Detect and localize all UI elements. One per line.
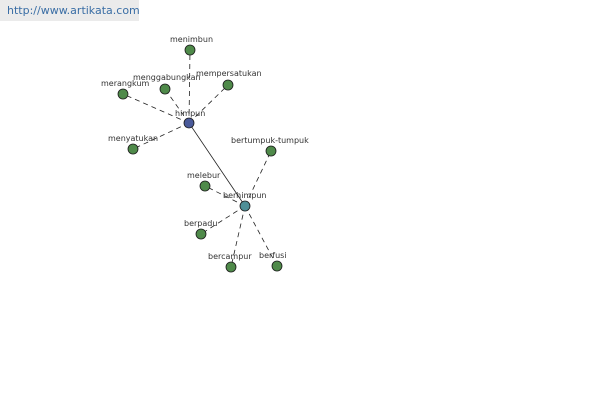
label-menggabungkan: menggabungkan bbox=[133, 73, 201, 82]
edge-berhimpun-melebur bbox=[204, 185, 246, 207]
label-berhimpun: berhimpun bbox=[223, 191, 266, 200]
node-bertumpuk-tumpuk[interactable] bbox=[265, 145, 277, 157]
node-menggabungkan[interactable] bbox=[159, 83, 171, 95]
edge-himpun-menggabungkan bbox=[164, 88, 190, 124]
label-mempersatukan: mempersatukan bbox=[196, 69, 262, 78]
node-berpadu[interactable] bbox=[195, 228, 207, 240]
edge-berhimpun-berfusi bbox=[244, 205, 278, 267]
node-mempersatukan[interactable] bbox=[222, 79, 234, 91]
label-menyatukan: menyatukan bbox=[108, 134, 158, 143]
label-bertumpuk-tumpuk: bertumpuk-tumpuk bbox=[231, 136, 309, 145]
label-berpadu: berpadu bbox=[184, 219, 217, 228]
edge-himpun-menimbun bbox=[188, 49, 191, 124]
edge-himpun-mempersatukan bbox=[188, 84, 229, 124]
label-menimbun: menimbun bbox=[170, 35, 213, 44]
node-menyatukan[interactable] bbox=[127, 143, 139, 155]
node-menimbun[interactable] bbox=[184, 44, 196, 56]
watermark-url: http://www.artikata.com bbox=[0, 0, 140, 21]
node-bercampur[interactable] bbox=[225, 261, 237, 273]
node-himpun[interactable] bbox=[183, 117, 195, 129]
node-merangkum[interactable] bbox=[117, 88, 129, 100]
label-bercampur: bercampur bbox=[208, 252, 252, 261]
label-himpun: himpun bbox=[175, 109, 205, 118]
label-berfusi: berfusi bbox=[259, 251, 287, 260]
node-berhimpun[interactable] bbox=[239, 200, 251, 212]
edges-layer bbox=[122, 49, 278, 268]
edge-berhimpun-bertumpuk-tumpuk bbox=[244, 150, 272, 207]
edge-himpun-merangkum bbox=[122, 93, 190, 124]
nodes-layer bbox=[117, 44, 283, 273]
label-melebur: melebur bbox=[187, 171, 221, 180]
edge-himpun-berhimpun bbox=[188, 122, 246, 207]
label-merangkum: merangkum bbox=[101, 79, 150, 88]
labels-layer: himpun berhimpun menimbun menggabungkanmemp… bbox=[101, 35, 309, 261]
edge-himpun-menyatukan bbox=[132, 122, 190, 150]
edge-berhimpun-bercampur bbox=[230, 205, 246, 268]
node-berfusi[interactable] bbox=[271, 260, 283, 272]
node-melebur[interactable] bbox=[199, 180, 211, 192]
